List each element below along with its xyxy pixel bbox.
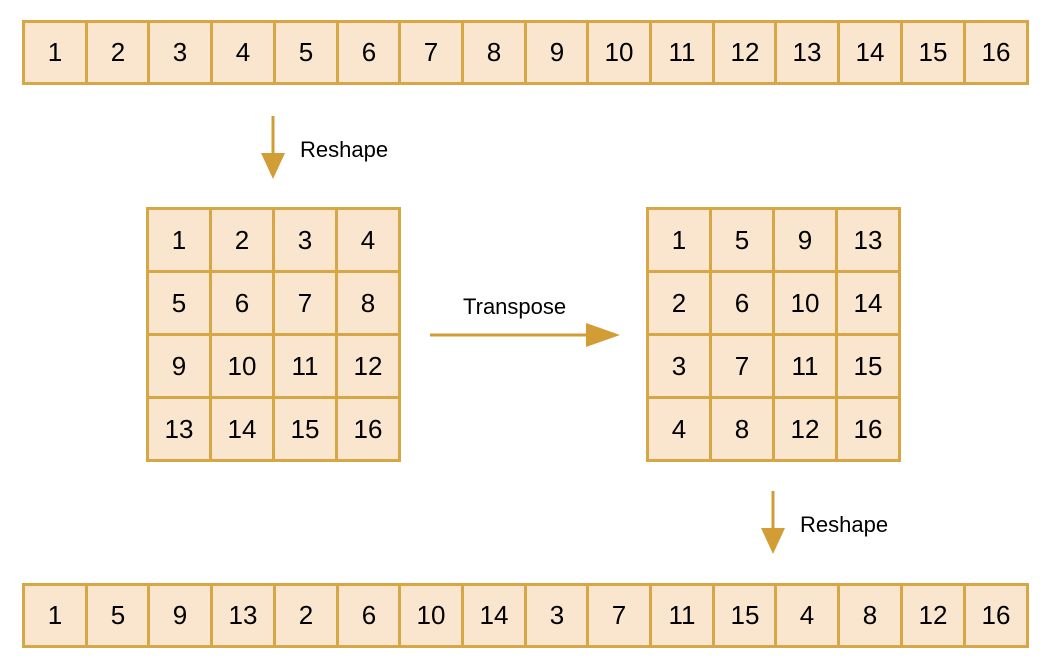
array-cell: 6 bbox=[709, 270, 775, 336]
array-cell: 12 bbox=[900, 583, 966, 648]
array-cell: 11 bbox=[772, 333, 838, 399]
transpose-arrow-right-icon bbox=[430, 323, 620, 347]
array-cell: 11 bbox=[272, 333, 338, 399]
array-cell: 2 bbox=[209, 207, 275, 273]
array-cell: 13 bbox=[146, 396, 212, 462]
array-cell: 8 bbox=[461, 20, 527, 85]
array-cell: 13 bbox=[774, 20, 840, 85]
array-cell: 4 bbox=[646, 396, 712, 462]
array-cell: 8 bbox=[837, 583, 903, 648]
transpose-label: Transpose bbox=[463, 294, 567, 319]
array-cell: 7 bbox=[398, 20, 464, 85]
array-cell: 14 bbox=[461, 583, 527, 648]
array-cell: 4 bbox=[210, 20, 276, 85]
array-cell: 8 bbox=[709, 396, 775, 462]
array-cell: 9 bbox=[147, 583, 213, 648]
array-cell: 6 bbox=[209, 270, 275, 336]
array-cell: 9 bbox=[772, 207, 838, 273]
reshape-arrow-down-icon bbox=[261, 116, 285, 179]
array-cell: 15 bbox=[900, 20, 966, 85]
array-cell: 1 bbox=[22, 583, 88, 648]
array-cell: 13 bbox=[835, 207, 901, 273]
reshape-label: Reshape bbox=[800, 512, 889, 537]
array-cell: 16 bbox=[963, 20, 1029, 85]
array-cell: 7 bbox=[272, 270, 338, 336]
array-cell: 16 bbox=[835, 396, 901, 462]
array-cell: 1 bbox=[22, 20, 88, 85]
array-cell: 7 bbox=[586, 583, 652, 648]
array-cell: 14 bbox=[209, 396, 275, 462]
array-cell: 15 bbox=[835, 333, 901, 399]
array-cell: 15 bbox=[272, 396, 338, 462]
array-cell: 8 bbox=[335, 270, 401, 336]
array-cell: 9 bbox=[146, 333, 212, 399]
array-cell: 15 bbox=[712, 583, 778, 648]
array-cell: 5 bbox=[273, 20, 339, 85]
array-cell: 14 bbox=[835, 270, 901, 336]
array-cell: 10 bbox=[586, 20, 652, 85]
array-cell: 10 bbox=[772, 270, 838, 336]
array-cell: 12 bbox=[772, 396, 838, 462]
array-cell: 14 bbox=[837, 20, 903, 85]
array-cell: 3 bbox=[147, 20, 213, 85]
array-cell: 6 bbox=[336, 20, 402, 85]
array-cell: 10 bbox=[398, 583, 464, 648]
reshape-label: Reshape bbox=[300, 137, 389, 162]
array-cell: 11 bbox=[649, 20, 715, 85]
array-cell: 3 bbox=[646, 333, 712, 399]
array-cell: 16 bbox=[335, 396, 401, 462]
array-cell: 13 bbox=[210, 583, 276, 648]
reshape-arrow-down-icon bbox=[761, 491, 785, 554]
array-cell: 2 bbox=[646, 270, 712, 336]
array-cell: 7 bbox=[709, 333, 775, 399]
array-cell: 4 bbox=[335, 207, 401, 273]
array-cell: 16 bbox=[963, 583, 1029, 648]
array-cell: 12 bbox=[712, 20, 778, 85]
array-cell: 3 bbox=[524, 583, 590, 648]
array-cell: 6 bbox=[336, 583, 402, 648]
array-cell: 5 bbox=[146, 270, 212, 336]
array-cell: 1 bbox=[146, 207, 212, 273]
array-cell: 12 bbox=[335, 333, 401, 399]
array-cell: 9 bbox=[524, 20, 590, 85]
array-cell: 5 bbox=[85, 583, 151, 648]
array-cell: 10 bbox=[209, 333, 275, 399]
array-cell: 4 bbox=[774, 583, 840, 648]
array-cell: 2 bbox=[85, 20, 151, 85]
array-cell: 2 bbox=[273, 583, 339, 648]
array-cell: 5 bbox=[709, 207, 775, 273]
array-cell: 11 bbox=[649, 583, 715, 648]
array-cell: 3 bbox=[272, 207, 338, 273]
array-cell: 1 bbox=[646, 207, 712, 273]
